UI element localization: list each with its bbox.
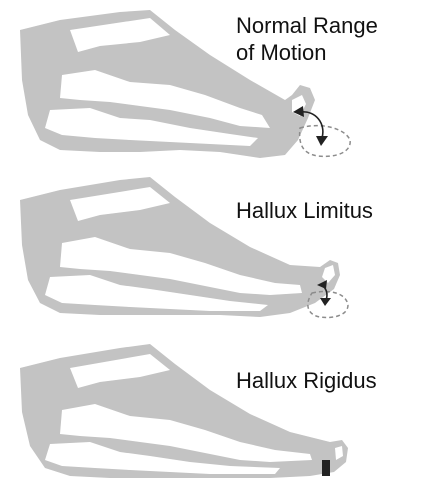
label-hallux-limitus: Hallux Limitus (236, 197, 373, 224)
foot-illustration-rigidus (0, 330, 423, 482)
foot-illustration-limitus (0, 165, 423, 330)
panel-hallux-limitus: Hallux Limitus (0, 165, 423, 330)
arrow-head-down (316, 136, 328, 146)
panel-normal-range-of-motion: Normal Range of Motion (0, 0, 423, 165)
label-normal-range-of-motion: Normal Range of Motion (236, 12, 378, 66)
label-hallux-rigidus: Hallux Rigidus (236, 367, 377, 394)
rigid-joint-block (322, 460, 330, 476)
arrow-head-down (320, 298, 331, 306)
panel-hallux-rigidus: Hallux Rigidus (0, 330, 423, 482)
label-line-1: Normal Range (236, 12, 378, 39)
label-line-2: of Motion (236, 39, 378, 66)
toe-dashed-outline (300, 126, 351, 157)
